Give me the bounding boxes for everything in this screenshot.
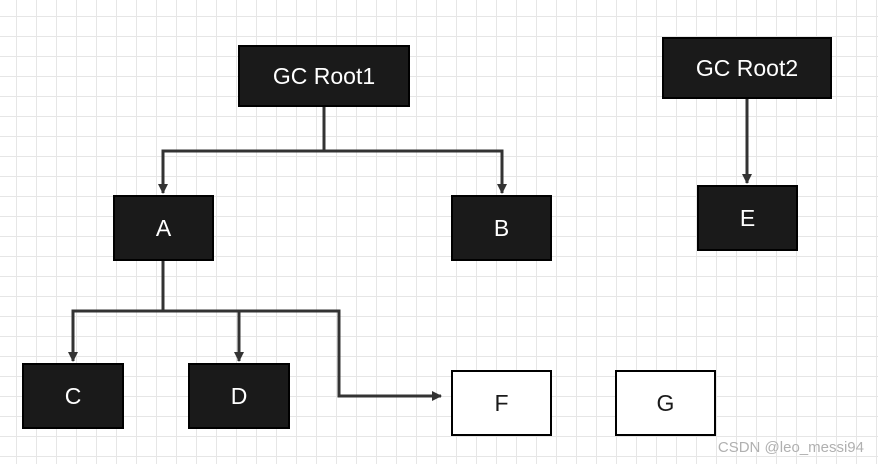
edge-a-to-d [163, 309, 244, 362]
node-b: B [451, 195, 552, 261]
edge-root1-to-b [324, 149, 507, 194]
node-g: G [615, 370, 716, 436]
node-e: E [697, 185, 798, 251]
node-gc-root1: GC Root1 [238, 45, 410, 107]
node-d: D [188, 363, 290, 429]
watermark: CSDN @leo_messi94 [717, 439, 864, 456]
edge-a-to-f [239, 309, 442, 401]
node-c: C [22, 363, 124, 429]
node-f: F [451, 370, 552, 436]
edge-root1-to-a [158, 107, 326, 194]
node-gc-root2: GC Root2 [662, 37, 832, 99]
node-a: A [113, 195, 214, 261]
edge-a-to-c [68, 261, 165, 362]
